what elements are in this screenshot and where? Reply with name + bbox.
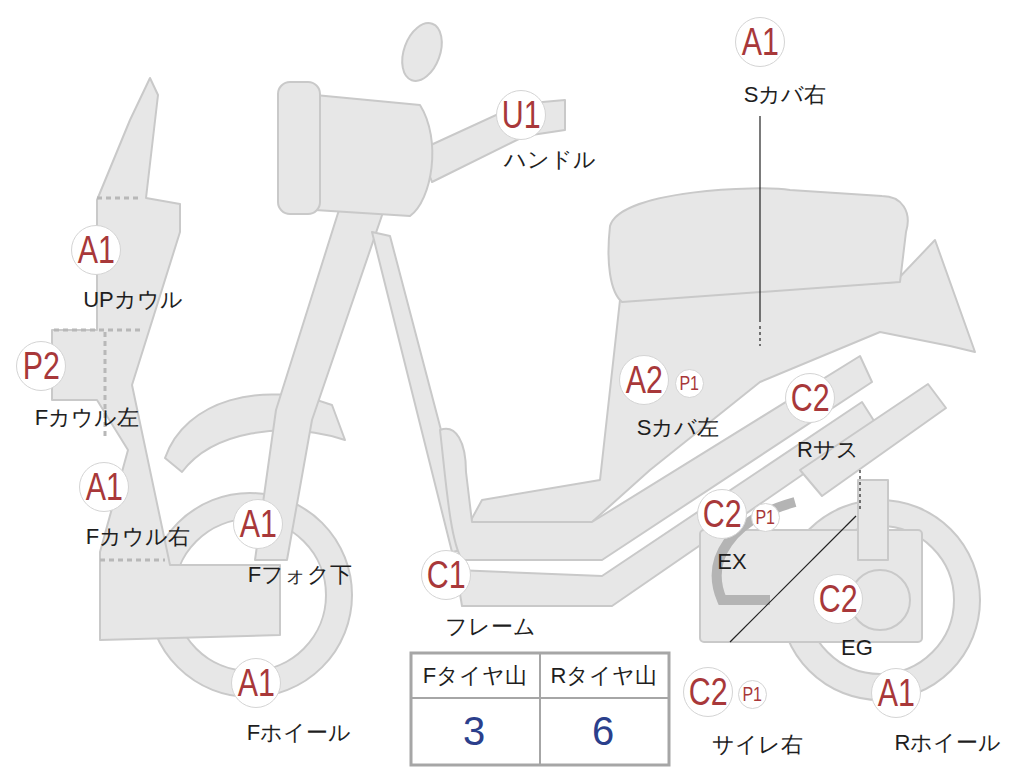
table-header: Rタイヤ山	[551, 664, 658, 688]
part-name: Rサス	[797, 438, 859, 462]
callout-circle: P2	[16, 341, 66, 391]
callout-circle: P1	[751, 503, 780, 532]
callout-circle: A1	[231, 658, 281, 708]
callout-circle: A1	[871, 668, 921, 718]
label-text: EX	[717, 550, 746, 574]
label-text: ハンドル	[504, 148, 596, 172]
label-text: 3	[463, 709, 485, 753]
label-text: 6	[592, 709, 614, 753]
callout-code: P1	[755, 507, 775, 527]
label-text: UPカウル	[83, 288, 183, 312]
callout-code: A1	[77, 231, 114, 269]
callout-code: A1	[237, 664, 274, 702]
label-text: Rサス	[797, 438, 859, 462]
label-text: Rタイヤ山	[551, 664, 658, 688]
part-name: Rホイール	[895, 731, 1002, 755]
label-text: Fタイヤ山	[423, 664, 527, 688]
table-header: Fタイヤ山	[423, 664, 527, 688]
label-text: Sカバ右	[744, 83, 827, 107]
callout-circle: C2	[697, 489, 747, 539]
callout-circle: C2	[683, 667, 733, 717]
callout-circle: C1	[421, 550, 471, 600]
callout-code: A1	[239, 505, 276, 543]
callout-code: A1	[741, 23, 778, 61]
callout-code: P1	[742, 684, 762, 704]
callout-circle: P1	[738, 680, 767, 709]
part-name: UPカウル	[83, 288, 183, 312]
label-text: Fカウル左	[35, 406, 139, 430]
label-text: Sカバ左	[637, 416, 720, 440]
callout-code: C2	[819, 580, 858, 618]
label-text: フレーム	[445, 615, 536, 639]
part-name: Sカバ左	[637, 416, 720, 440]
label-text: EG	[841, 636, 873, 660]
callout-code: A1	[85, 468, 122, 506]
callout-circle: A1	[233, 499, 283, 549]
part-name: EG	[841, 636, 873, 660]
part-name: Sカバ右	[744, 83, 827, 107]
callout-code: C2	[791, 379, 830, 417]
callout-circle: C2	[785, 373, 835, 423]
label-text: Fカウル右	[86, 525, 190, 549]
callout-circle: P1	[675, 369, 704, 398]
label-text: Fホイール	[247, 721, 351, 745]
part-name: Fフォク下	[248, 563, 352, 587]
part-name: EX	[717, 550, 746, 574]
callout-code: C2	[703, 495, 742, 533]
label-text: Fフォク下	[248, 563, 352, 587]
callout-code: A1	[877, 674, 914, 712]
part-name: Fカウル右	[86, 525, 190, 549]
callout-circle: A2	[619, 355, 669, 405]
part-name: サイレ右	[712, 733, 803, 757]
callout-circle: A1	[79, 462, 129, 512]
callout-code: A2	[625, 361, 662, 399]
label-text: サイレ右	[712, 733, 803, 757]
callout-code: C2	[689, 673, 728, 711]
callout-circle: A1	[71, 225, 121, 275]
table-value: 6	[592, 709, 614, 753]
label-text: Rホイール	[895, 731, 1002, 755]
callout-code: C1	[427, 556, 466, 594]
callout-circle: C2	[813, 574, 863, 624]
callout-code: U1	[502, 96, 541, 134]
callout-code: P1	[679, 373, 699, 393]
callout-circle: A1	[735, 17, 785, 67]
part-name: ハンドル	[504, 148, 596, 172]
part-name: フレーム	[445, 615, 536, 639]
table-value: 3	[463, 709, 485, 753]
part-name: Fカウル左	[35, 406, 139, 430]
tread-table	[411, 653, 669, 765]
callout-circle: U1	[496, 90, 546, 140]
part-name: Fホイール	[247, 721, 351, 745]
callout-code: P2	[22, 347, 59, 385]
